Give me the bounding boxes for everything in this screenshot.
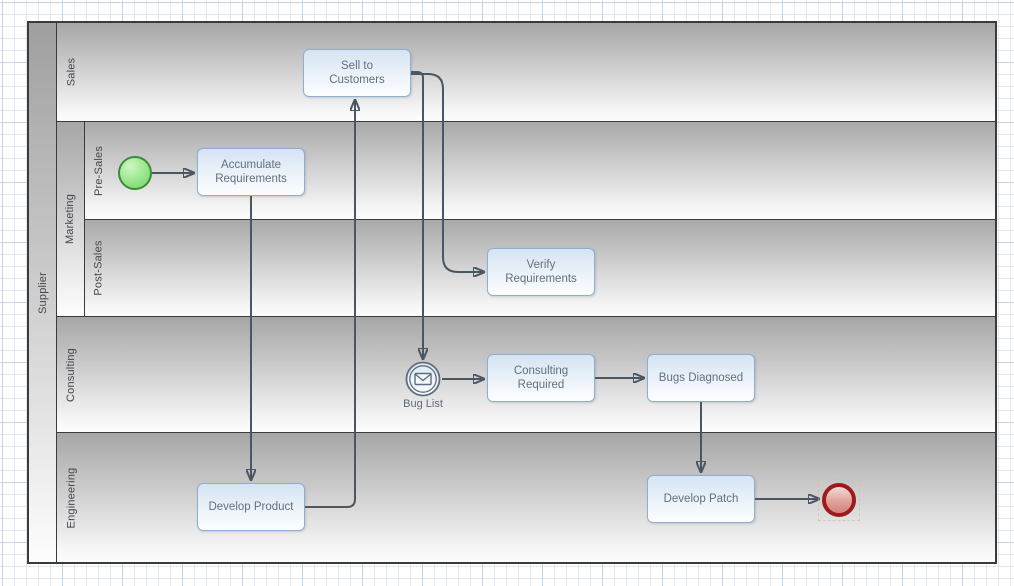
- end-event-selection-halo: [818, 479, 860, 521]
- task-sell-to-customers[interactable]: Sell to Customers: [303, 49, 411, 97]
- task-verify-requirements[interactable]: Verify Requirements: [487, 248, 595, 296]
- task-bugs-diagnosed-label: Bugs Diagnosed: [658, 372, 744, 384]
- start-event[interactable]: [118, 156, 152, 190]
- pool-header[interactable]: Supplier: [29, 23, 57, 562]
- task-develop-patch[interactable]: Develop Patch: [647, 475, 755, 523]
- end-event[interactable]: [822, 483, 856, 517]
- envelope-icon: [414, 372, 432, 386]
- flow-sell-to-verify[interactable]: [411, 73, 484, 272]
- task-consulting-required[interactable]: Consulting Required: [487, 354, 595, 402]
- task-sell-to-customers-label: Sell to Customers: [329, 60, 385, 86]
- task-develop-product[interactable]: Develop Product: [197, 483, 305, 531]
- bug-list-event-label: Bug List: [403, 398, 443, 410]
- task-accumulate-requirements-label: Accumulate Requirements: [215, 159, 287, 185]
- task-consulting-required-label: Consulting Required: [513, 365, 569, 391]
- lane-marketing-header: Marketing: [57, 122, 85, 316]
- task-develop-patch-label: Develop Patch: [663, 493, 739, 505]
- task-verify-requirements-label: Verify Requirements: [505, 259, 577, 285]
- task-develop-product-label: Develop Product: [208, 501, 294, 513]
- task-bugs-diagnosed[interactable]: Bugs Diagnosed: [647, 354, 755, 402]
- bug-list-message-event[interactable]: [401, 357, 445, 401]
- flow-develop-product-to-sell[interactable]: [305, 100, 355, 508]
- lane-sales[interactable]: Sales: [57, 23, 995, 121]
- task-accumulate-requirements[interactable]: Accumulate Requirements: [197, 148, 305, 196]
